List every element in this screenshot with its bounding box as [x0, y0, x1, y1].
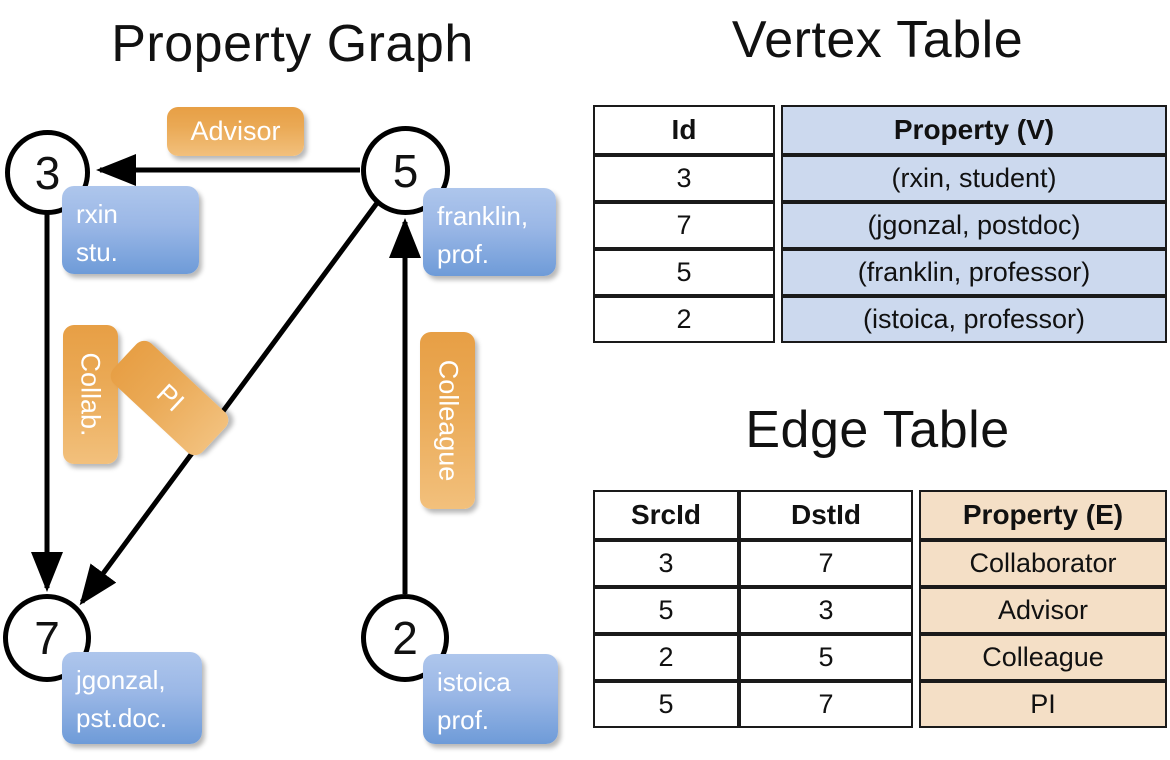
edge-row-dst: 5: [739, 634, 913, 681]
edge-table-header-srcid: SrcId: [593, 490, 739, 540]
table-row[interactable]: 3 (rxin, student): [593, 155, 1167, 202]
edge-label-advisor: Advisor: [167, 107, 304, 156]
vertex-property-line-2: prof.: [437, 704, 490, 735]
graph-node-2[interactable]: 2: [361, 594, 449, 682]
edge-label-colleague: Colleague: [420, 332, 475, 509]
vertex-table-column-gap: [775, 296, 781, 343]
edge-row-src: 3: [593, 540, 739, 587]
edge-row-property: Advisor: [919, 587, 1167, 634]
vertex-property-line-1: franklin,: [437, 201, 529, 231]
edge-label-advisor-text: Advisor: [190, 116, 281, 146]
vertex-table-column-gap: [775, 155, 781, 202]
table-row[interactable]: 2 (istoica, professor): [593, 296, 1167, 343]
vertex-property-box-3: rxin stu.: [62, 186, 199, 274]
edge-table-column-gap: [913, 681, 919, 728]
edge-row-dst: 3: [739, 587, 913, 634]
table-row[interactable]: 3 7 Collaborator: [593, 540, 1167, 587]
vertex-row-property: (jgonzal, postdoc): [781, 202, 1167, 249]
vertex-property-line-2: pst.doc.: [76, 702, 168, 733]
vertex-row-id: 2: [593, 296, 775, 343]
vertex-table-header-property: Property (V): [781, 105, 1167, 155]
table-row[interactable]: 5 3 Advisor: [593, 587, 1167, 634]
property-graph-canvas: [31, 154, 421, 606]
edge-row-src: 5: [593, 587, 739, 634]
page-title-property-graph: Property Graph: [111, 15, 474, 73]
vertex-property-line-1: rxin: [76, 199, 118, 229]
vertex-property-box-7: jgonzal, pst.doc.: [62, 652, 202, 744]
edge-table-header-row: SrcId DstId Property (E): [593, 490, 1167, 540]
vertex-row-property: (istoica, professor): [781, 296, 1167, 343]
vertex-table-column-gap: [775, 105, 781, 155]
edge-5-to-7: [79, 201, 380, 606]
edge-table-header-property: Property (E): [919, 490, 1167, 540]
page-title-vertex-table: Vertex Table: [731, 11, 1024, 69]
edge-row-src: 5: [593, 681, 739, 728]
edge-label-collab-text: Collab.: [76, 352, 107, 437]
vertex-table-column-gap: [775, 249, 781, 296]
table-row[interactable]: 5 7 PI: [593, 681, 1167, 728]
edge-row-dst: 7: [739, 540, 913, 587]
vertex-row-property: (rxin, student): [781, 155, 1167, 202]
edge-label-colleague-text: Colleague: [433, 359, 463, 482]
vertex-property-line-2: stu.: [76, 236, 118, 267]
table-row[interactable]: 5 (franklin, professor): [593, 249, 1167, 296]
edge-table-column-gap: [913, 634, 919, 681]
vertex-property-box-2: istoica prof.: [423, 654, 558, 744]
edge-label-pi-text: PI: [150, 377, 190, 418]
edge-table-column-gap: [913, 540, 919, 587]
edge-row-property: Collaborator: [919, 540, 1167, 587]
vertex-property-line-2: prof.: [437, 238, 490, 269]
edge-row-dst: 7: [739, 681, 913, 728]
edge-table: SrcId DstId Property (E) 3 7 Collaborato…: [593, 490, 1167, 728]
edge-row-src: 2: [593, 634, 739, 681]
vertex-property-line-1: istoica: [437, 667, 511, 697]
edge-label-collab: Collab.: [63, 325, 118, 464]
table-row[interactable]: 7 (jgonzal, postdoc): [593, 202, 1167, 249]
vertex-table-header-row: Id Property (V): [593, 105, 1167, 155]
vertex-row-id: 3: [593, 155, 775, 202]
table-row[interactable]: 2 5 Colleague: [593, 634, 1167, 681]
edge-row-property: PI: [919, 681, 1167, 728]
vertex-table-header-id: Id: [593, 105, 775, 155]
vertex-table-column-gap: [775, 202, 781, 249]
edge-row-property: Colleague: [919, 634, 1167, 681]
vertex-property-line-1: jgonzal,: [76, 665, 166, 695]
vertex-property-box-5: franklin, prof.: [423, 188, 556, 276]
edge-table-column-gap: [913, 587, 919, 634]
edge-table-column-gap: [913, 490, 919, 540]
vertex-row-id: 7: [593, 202, 775, 249]
edge-table-header-dstid: DstId: [739, 490, 913, 540]
page-title-edge-table: Edge Table: [745, 401, 1010, 459]
vertex-row-id: 5: [593, 249, 775, 296]
graph-node-5[interactable]: 5: [361, 126, 450, 215]
vertex-row-property: (franklin, professor): [781, 249, 1167, 296]
vertex-table: Id Property (V) 3 (rxin, student) 7 (jgo…: [593, 105, 1167, 343]
